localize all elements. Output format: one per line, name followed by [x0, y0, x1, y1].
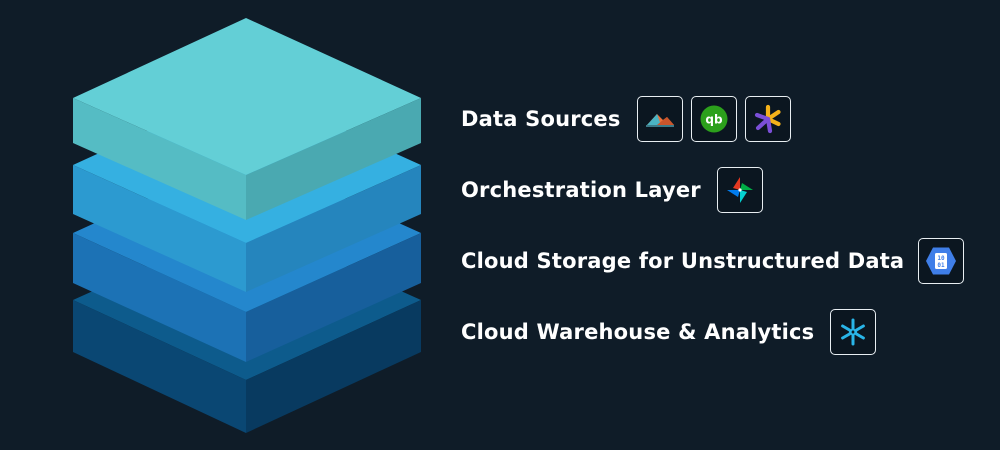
layer-slab-data-sources-left-side: [73, 98, 246, 220]
layer-icons-storage: 10 01: [918, 238, 965, 284]
layer-row-orchestration: Orchestration Layer: [461, 166, 763, 214]
layer-slab-orchestration-left-side: [73, 165, 246, 292]
mountain-logo-icon: [636, 96, 683, 142]
layer-icons-warehouse: [830, 309, 877, 355]
cloud-storage-hexagon-icon: 10 01: [918, 238, 965, 284]
layer-slab-storage-right-side: [246, 233, 421, 362]
layer-slab-orchestration-right-side: [246, 165, 421, 292]
layer-label-storage: Cloud Storage for Unstructured Data: [461, 249, 905, 273]
layer-slab-data-sources-right-side: [246, 98, 421, 220]
starburst-logo-icon: [744, 96, 791, 142]
cloud-storage-bits-top: 10: [938, 255, 946, 262]
layer-slab-data-sources: [73, 18, 421, 220]
layer-slab-storage-left-side: [73, 233, 246, 362]
layer-slab-warehouse-left-side: [73, 300, 246, 433]
quickbooks-logo-icon: qb: [690, 96, 737, 142]
layer-row-storage: Cloud Storage for Unstructured Data 10 0…: [461, 237, 965, 285]
layer-label-data-sources: Data Sources: [461, 107, 621, 131]
layer-row-data-sources: Data Sources qb: [461, 95, 791, 143]
layer-stack: [73, 18, 421, 433]
layer-row-warehouse: Cloud Warehouse & Analytics: [461, 308, 877, 356]
layer-label-warehouse: Cloud Warehouse & Analytics: [461, 320, 815, 344]
layer-icons-data-sources: qb: [636, 96, 791, 142]
layer-label-orchestration: Orchestration Layer: [461, 178, 701, 202]
quickbooks-logo-letters: qb: [705, 113, 723, 127]
airflow-pinwheel-icon: [716, 167, 763, 213]
layer-slab-data-sources-top: [73, 18, 421, 175]
layer-slab-warehouse-right-side: [246, 300, 421, 433]
cloud-storage-bits-bottom: 01: [938, 262, 946, 269]
layer-icons-orchestration: [716, 167, 763, 213]
snowflake-logo-icon: [830, 309, 877, 355]
